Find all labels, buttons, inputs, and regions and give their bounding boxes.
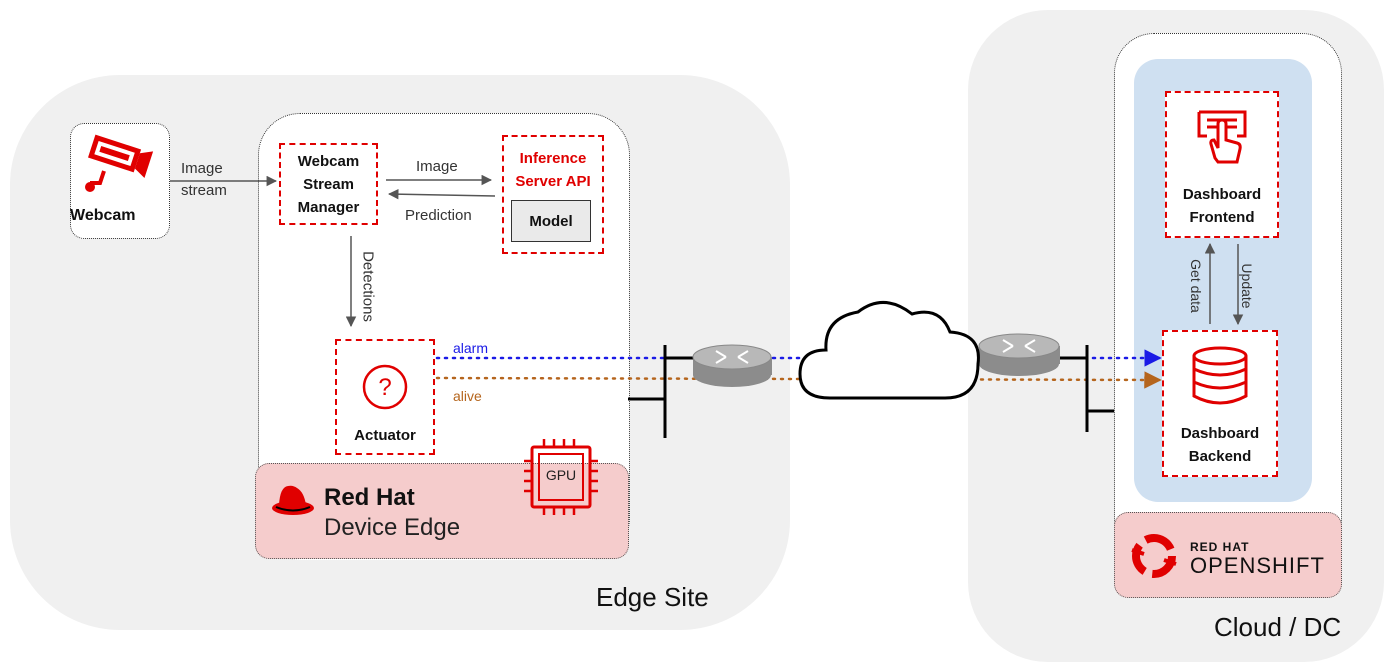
openshift-logo-icon [1128,530,1180,582]
device-edge-label: Device Edge [324,514,461,541]
touch-screen-icon [1193,108,1251,168]
dashboard-frontend-label: Dashboard Frontend [1165,183,1279,229]
database-icon [1190,346,1250,410]
frontend-line1: Dashboard [1182,186,1262,203]
openshift-platform [1114,512,1342,598]
update-label: Update [1239,263,1255,309]
dashboard-backend-label: Dashboard Backend [1162,422,1278,468]
inference-server-label: Inference Server API [502,147,604,193]
prediction-label: Prediction [405,207,472,224]
edge-router-icon [692,344,772,387]
gpu-label: GPU [545,467,577,483]
prediction-arrow [387,188,496,200]
device-edge-platform [255,463,629,559]
image-stream-line2: stream [181,182,227,199]
openshift-redhat-label: RED HAT [1190,540,1250,554]
stream-manager-label: Webcam Stream Manager [279,150,378,219]
image-label: Image [416,158,458,175]
stream-manager-line3: Manager [297,199,360,216]
dashboard-frontend-box [1165,91,1279,238]
question-icon: ? [360,362,410,412]
detections-label: Detections [359,251,377,322]
backend-line1: Dashboard [1180,425,1260,442]
alive-line [435,371,1162,389]
webcam-box [70,123,170,239]
gpu-chip-icon [522,437,600,517]
cloud-site-title: Cloud / DC [1214,612,1342,642]
cloud-router-icon [978,333,1060,376]
redhat-hat-icon [270,481,316,519]
internet-cloud-icon [798,301,980,400]
frontend-line2: Frontend [1189,209,1255,226]
get-data-label: Get data [1188,259,1204,313]
inference-line1: Inference [519,150,587,167]
alarm-label: alarm [453,340,489,356]
inference-line2: Server API [515,173,591,190]
alive-label: alive [453,388,482,404]
edge-network-bus [628,345,695,438]
cloud-network-bus [1060,345,1114,432]
webcam-stream-manager-box [279,143,378,225]
camera-icon [82,131,156,199]
stream-manager-line2: Stream [303,176,354,193]
actuator-label: Actuator [354,427,416,444]
image-stream-line1: Image [181,160,223,177]
webcam-label: Webcam [70,207,136,224]
backend-line2: Backend [1188,448,1252,465]
svg-text:?: ? [378,374,391,401]
stream-manager-line1: Webcam [297,153,360,170]
redhat-wordmark: Red Hat [324,484,415,511]
actuator-box [335,339,435,455]
model-box: Model [511,200,591,242]
image-stream-label: Image stream [181,158,227,202]
edge-site-title: Edge Site [596,582,709,612]
openshift-label: OPENSHIFT [1190,553,1325,578]
